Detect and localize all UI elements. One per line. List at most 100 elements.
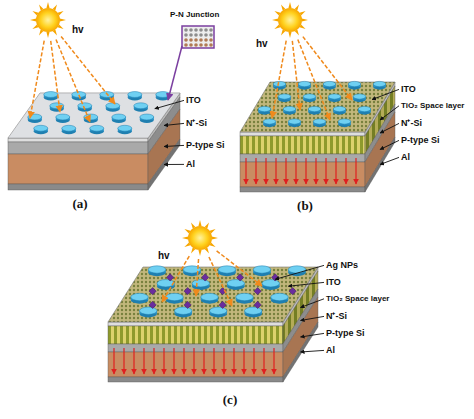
- annotation-label: P-N Junction: [170, 10, 219, 20]
- ito-film: [108, 322, 283, 326]
- layer-label: ITO: [186, 95, 201, 106]
- field-arrow: [345, 158, 346, 184]
- ag-nanoparticle: [289, 288, 296, 295]
- ito-disc: [90, 125, 104, 134]
- field-arrow: [183, 348, 184, 374]
- ito-disc: [283, 106, 296, 114]
- field-arrow: [355, 158, 356, 184]
- ito-disc: [106, 103, 120, 112]
- ito-disc: [273, 81, 286, 89]
- ag-nanoparticle: [219, 301, 226, 308]
- field-arrow: [255, 158, 256, 184]
- ag-nanoparticle: [184, 288, 191, 295]
- field-arrow: [203, 348, 204, 374]
- ito-film: [240, 132, 365, 136]
- leader-arrow: [301, 299, 325, 308]
- ito-disc: [175, 307, 193, 317]
- leader-arrow: [372, 89, 399, 99]
- field-arrow: [315, 158, 316, 184]
- ito-disc: [210, 307, 228, 317]
- ito-disc: [148, 266, 166, 276]
- field-arrow: [193, 348, 194, 374]
- ito-disc: [323, 81, 336, 89]
- light-ray: [217, 251, 262, 286]
- ito-disc: [28, 114, 42, 123]
- field-arrow: [153, 348, 154, 374]
- inset-pointer: [168, 46, 182, 100]
- field-arrow: [245, 158, 246, 184]
- leader-arrow: [380, 123, 399, 133]
- field-arrow: [223, 348, 224, 374]
- ito-disc: [131, 293, 149, 303]
- leader-arrow: [288, 282, 324, 286]
- layer-label: ITO: [401, 84, 416, 95]
- layer-label: P-type Si: [186, 140, 225, 151]
- field-arrow: [243, 348, 244, 374]
- ito-disc: [78, 103, 92, 112]
- leader-arrow: [164, 164, 184, 165]
- panel-letter: (a): [72, 196, 87, 212]
- ag-nanoparticle: [254, 301, 261, 308]
- ito-disc: [62, 125, 76, 134]
- field-arrow: [143, 348, 144, 374]
- leader-arrow: [301, 316, 325, 320]
- field-arrow: [305, 158, 306, 184]
- leader-arrow: [301, 333, 325, 337]
- leader-arrow: [380, 157, 399, 164]
- layer-label: ITO: [326, 277, 341, 288]
- panel-letter: (b): [297, 198, 313, 214]
- field-arrow: [233, 348, 234, 374]
- field-arrow: [335, 158, 336, 184]
- ito-disc: [263, 119, 276, 127]
- ito-disc: [192, 280, 210, 290]
- annotation-label: hv: [158, 250, 170, 262]
- ito-disc: [313, 119, 326, 127]
- ito-film: [8, 138, 148, 142]
- ito-disc: [134, 103, 148, 112]
- light-ray: [209, 257, 232, 306]
- ito-disc: [253, 266, 271, 276]
- n-plus-silicon-layer: [8, 142, 148, 154]
- field-arrow: [265, 158, 266, 184]
- ito-disc: [271, 293, 289, 303]
- ag-nanoparticle: [202, 274, 209, 281]
- field-arrow: [295, 158, 296, 184]
- light-ray: [30, 41, 44, 118]
- leader-arrow: [275, 265, 324, 279]
- field-arrow: [285, 158, 286, 184]
- layer-label: P-type Si: [326, 328, 365, 339]
- annotation-label: hv: [72, 24, 84, 36]
- ito-disc: [353, 94, 366, 102]
- layer-label: Ag NPs: [326, 260, 358, 271]
- ito-disc: [333, 106, 346, 114]
- ag-nanoparticle: [237, 274, 244, 281]
- layer-label: Al: [401, 152, 410, 163]
- leader-arrow: [155, 100, 184, 108]
- ito-disc: [262, 280, 280, 290]
- ag-nanoparticle: [184, 301, 191, 308]
- ag-nanoparticle: [149, 301, 156, 308]
- ito-disc: [278, 94, 291, 102]
- sun: [272, 2, 308, 38]
- leader-arrow: [164, 145, 184, 146]
- leader-arrow: [380, 140, 399, 149]
- field-arrow: [133, 348, 134, 374]
- ag-nanoparticle: [272, 274, 279, 281]
- light-ray: [162, 256, 189, 302]
- ito-disc: [303, 94, 316, 102]
- light-ray: [292, 41, 300, 110]
- ito-disc: [201, 293, 219, 303]
- ito-disc: [118, 125, 132, 134]
- light-ray: [196, 259, 199, 296]
- layer-label: N⁺-Si: [401, 118, 422, 129]
- light-ray: [272, 41, 286, 118]
- field-arrow: [273, 348, 274, 374]
- panel-letter: (c): [223, 392, 237, 408]
- layer-label: P-type Si: [401, 135, 440, 146]
- solar-cell-panel: [240, 2, 395, 192]
- field-arrow: [325, 158, 326, 184]
- field-arrow: [275, 158, 276, 184]
- p-type-silicon-layer: [8, 154, 148, 184]
